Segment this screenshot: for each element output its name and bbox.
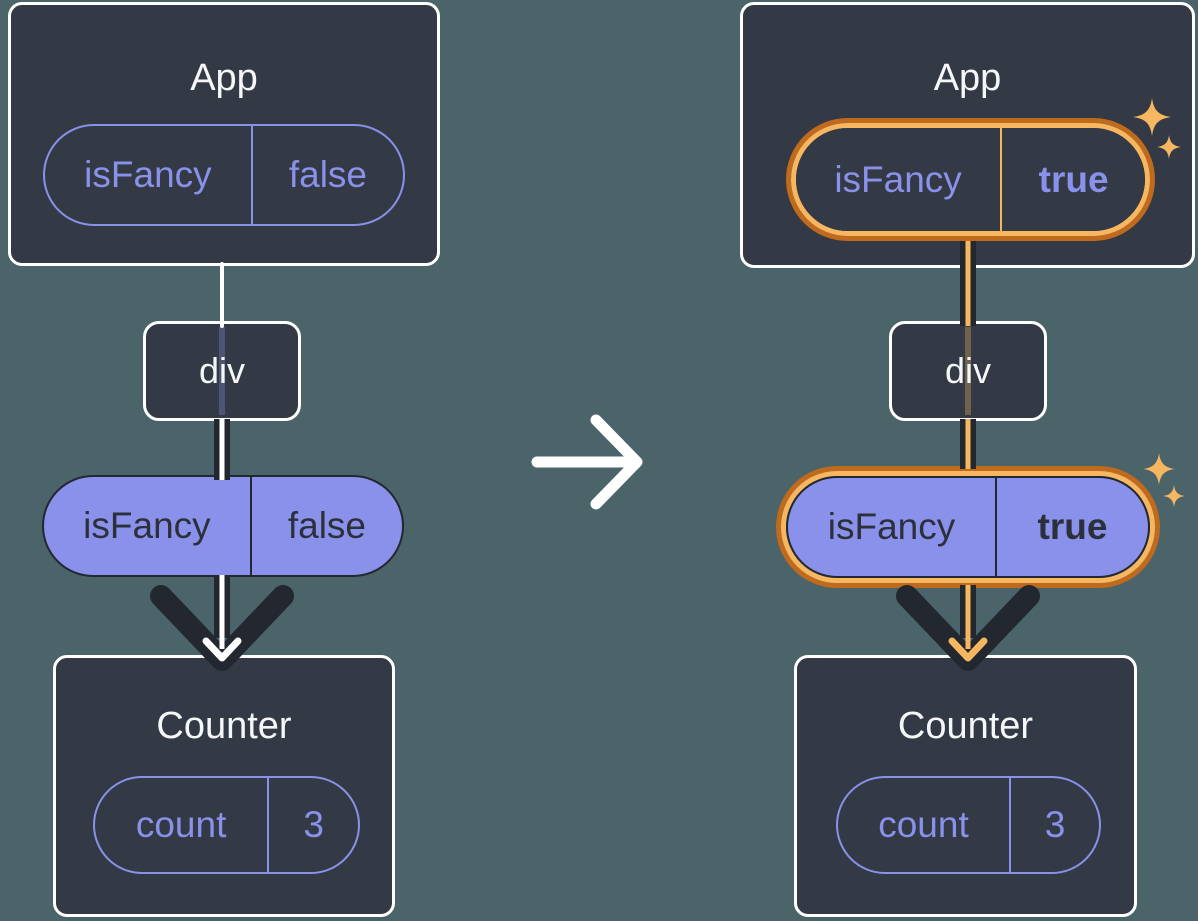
prop-value: false — [249, 477, 402, 575]
app-node-before: App isFancy false — [8, 2, 440, 266]
arrowhead-dark-icon — [896, 585, 1040, 671]
app-title: App — [933, 57, 1002, 99]
app-node-after: App isFancy true — [740, 2, 1195, 268]
div-node-after: div — [889, 321, 1047, 421]
state-key: isFancy — [834, 158, 962, 200]
highlight-ring: isFancy true — [791, 123, 1150, 236]
div-node-before: div — [143, 321, 301, 421]
prop-key: isFancy — [83, 505, 211, 546]
counter-node-after: Counter count 3 — [794, 655, 1137, 917]
prop-value: true — [995, 478, 1148, 576]
counter-title: Counter — [897, 705, 1034, 747]
state-value: 3 — [267, 778, 358, 872]
app-state-pill-highlighted: isFancy true — [786, 118, 1155, 241]
state-value: false — [250, 126, 403, 224]
prop-key: isFancy — [827, 506, 956, 547]
arrowhead-dark-icon — [150, 585, 294, 671]
arrow-right-icon — [531, 414, 643, 510]
div-label: div — [944, 350, 992, 391]
state-key: count — [878, 804, 969, 845]
state-key: isFancy — [84, 154, 212, 195]
counter-state-pill: count 3 — [836, 776, 1101, 874]
prop-pill-before: isFancy false — [42, 475, 404, 577]
counter-state-pill: count 3 — [93, 776, 360, 874]
prop-pill-after-highlighted: isFancy true — [776, 466, 1160, 588]
counter-node-before: Counter count 3 — [53, 655, 395, 917]
counter-title: Counter — [156, 705, 292, 747]
app-state-pill: isFancy false — [43, 124, 405, 226]
state-value: true — [1000, 128, 1145, 231]
sparkle-icon — [1163, 485, 1185, 507]
div-label: div — [198, 350, 246, 391]
state-key: count — [135, 804, 227, 845]
app-title: App — [190, 57, 258, 99]
state-value: 3 — [1008, 778, 1099, 872]
highlight-ring: isFancy true — [781, 471, 1155, 583]
